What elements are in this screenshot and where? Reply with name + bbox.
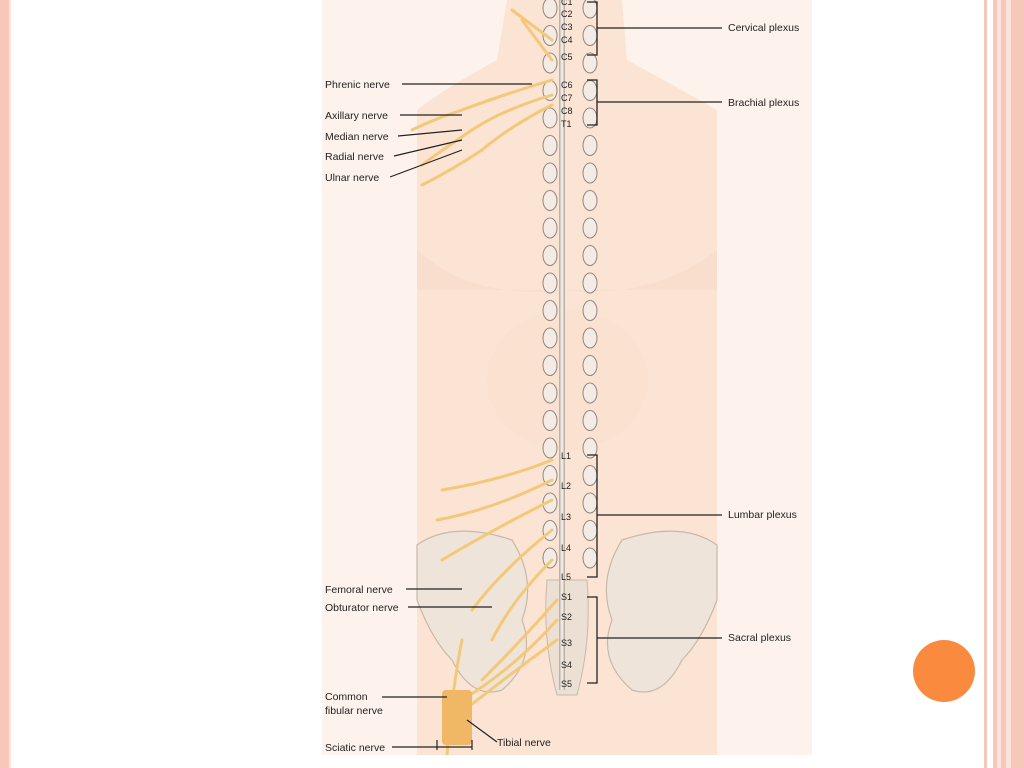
segment-s2: S2 (561, 612, 572, 622)
label-tibial-nerve: Tibial nerve (497, 737, 551, 749)
segment-c8: C8 (561, 106, 573, 116)
segment-c7: C7 (561, 93, 573, 103)
label-femoral-nerve: Femoral nerve (325, 584, 393, 596)
vertebra-right (582, 520, 598, 541)
segment-c4: C4 (561, 35, 573, 45)
vertebra-left (542, 272, 558, 294)
label-ulnar-nerve: Ulnar nerve (325, 172, 379, 184)
vertebra-left (542, 547, 558, 569)
segment-s4: S4 (561, 660, 572, 670)
vertebra-right (582, 437, 598, 459)
vertebra-right (582, 190, 598, 211)
vertebra-right (582, 547, 598, 569)
vertebra-right (582, 272, 598, 294)
vertebra-right (582, 135, 598, 156)
vertebra-right (582, 492, 598, 514)
vertebra-left (542, 245, 558, 266)
segment-c1: C1 (561, 0, 573, 7)
sacrum (545, 579, 589, 696)
vertebra-right (582, 217, 598, 239)
label-radial-nerve: Radial nerve (325, 151, 384, 163)
segment-c5: C5 (561, 52, 573, 62)
segment-l5: L5 (561, 572, 571, 582)
vertebra-left (542, 25, 558, 46)
chest-shading (417, 250, 717, 292)
vertebra-left (542, 162, 558, 184)
vertebra-right (582, 382, 598, 404)
label-common-fibular-nerve-line1: Common (325, 691, 368, 703)
label-phrenic-nerve: Phrenic nerve (325, 79, 390, 91)
vertebra-left (542, 107, 558, 129)
slide-left-border-inner (9, 0, 11, 768)
vertebra-right (582, 300, 598, 321)
segment-labels: C1 C2 C3 C4 C5 C6 C7 C8 T1 L1 L2 L3 L4 L… (561, 0, 573, 689)
segment-t1: T1 (561, 119, 572, 129)
label-axillary-nerve: Axillary nerve (325, 110, 388, 122)
segment-l4: L4 (561, 543, 571, 553)
vertebra-left (542, 437, 558, 459)
label-common-fibular-nerve-line2: fibular nerve (325, 705, 383, 717)
segment-l3: L3 (561, 512, 571, 522)
segment-s1: S1 (561, 592, 572, 602)
label-sciatic-nerve: Sciatic nerve (325, 742, 385, 754)
spinal-nerve-diagram: Phrenic nerve Axillary nerve Median nerv… (322, 0, 812, 755)
slide-left-border (0, 0, 9, 768)
label-obturator-nerve: Obturator nerve (325, 602, 399, 614)
sciatic-trunk (442, 690, 472, 745)
abdomen-shading (487, 310, 647, 450)
nerves-arm (410, 8, 554, 187)
vertebra-right (582, 410, 598, 431)
vertebra-left (542, 190, 558, 211)
vertebra-left (542, 465, 558, 486)
vertebra-left (542, 382, 558, 404)
vertebra-right (582, 25, 598, 46)
label-cervical-plexus: Cervical plexus (728, 22, 799, 34)
vertebra-right (582, 52, 598, 74)
vertebra-left (542, 327, 558, 349)
segment-l1: L1 (561, 451, 571, 461)
vertebra-right (582, 0, 598, 19)
label-median-nerve: Median nerve (325, 131, 389, 143)
vertebra-left (542, 135, 558, 156)
label-lumbar-plexus: Lumbar plexus (728, 509, 797, 521)
vertebra-right (582, 465, 598, 486)
vertebra-right (582, 245, 598, 266)
vertebra-right (582, 162, 598, 184)
leader-lines (382, 83, 532, 750)
vertebra-left (542, 300, 558, 321)
vertebra-left (542, 52, 558, 74)
segment-c2: C2 (561, 9, 573, 19)
diagram-canvas: Phrenic nerve Axillary nerve Median nerv… (322, 0, 812, 755)
vertebra-left (542, 355, 558, 376)
segment-s3: S3 (561, 638, 572, 648)
label-sacral-plexus: Sacral plexus (728, 632, 791, 644)
vertebra-left (542, 217, 558, 239)
vertebra-left (542, 410, 558, 431)
label-brachial-plexus: Brachial plexus (728, 97, 799, 109)
vertebra-right (582, 327, 598, 349)
vertebra-left (542, 0, 558, 19)
plexus-brackets (587, 1, 722, 684)
segment-c6: C6 (561, 80, 573, 90)
segment-l2: L2 (561, 481, 571, 491)
segment-c3: C3 (561, 22, 573, 32)
vertebra-right (582, 80, 598, 101)
vertebra-right (582, 355, 598, 376)
segment-s5: S5 (561, 679, 572, 689)
nerves-leg (435, 458, 559, 755)
accent-circle (913, 640, 975, 702)
pelvis-right (605, 530, 718, 693)
